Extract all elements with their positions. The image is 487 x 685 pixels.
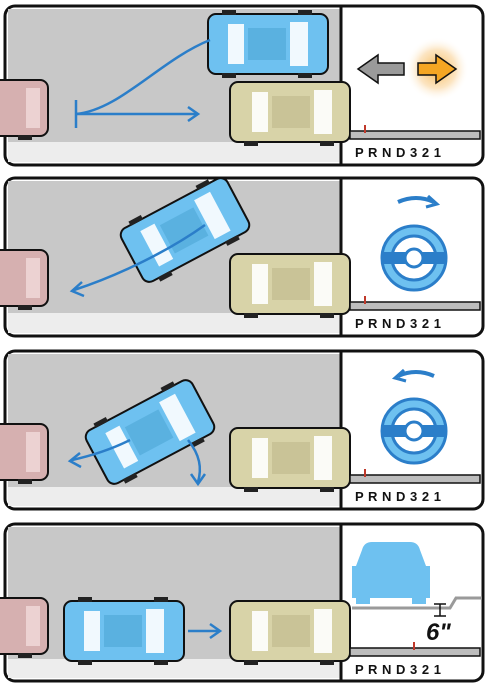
- svg-text:P R N D 3 2 1: P R N D 3 2 1: [355, 662, 441, 677]
- panel-step-1: P R N D 3 2 1: [0, 6, 483, 165]
- curb-1: [8, 142, 340, 162]
- svg-text:P R N D 3 2 1: P R N D 3 2 1: [355, 489, 441, 504]
- panel-step-2: P R N D 3 2 1: [0, 172, 483, 336]
- curb-distance-label: 6": [426, 619, 451, 646]
- driver-car-parked: [64, 597, 184, 665]
- panel-step-3: P R N D 3 2 1: [0, 351, 483, 509]
- parked-car-front: [230, 82, 350, 146]
- panel-step-4: 6" P R N D 3 2 1: [0, 524, 483, 681]
- parked-car-rear: [0, 80, 48, 140]
- driver-car: [208, 10, 328, 78]
- svg-text:P R N D 3 2 1: P R N D 3 2 1: [355, 145, 441, 160]
- svg-text:P R N D 3 2 1: P R N D 3 2 1: [355, 316, 441, 331]
